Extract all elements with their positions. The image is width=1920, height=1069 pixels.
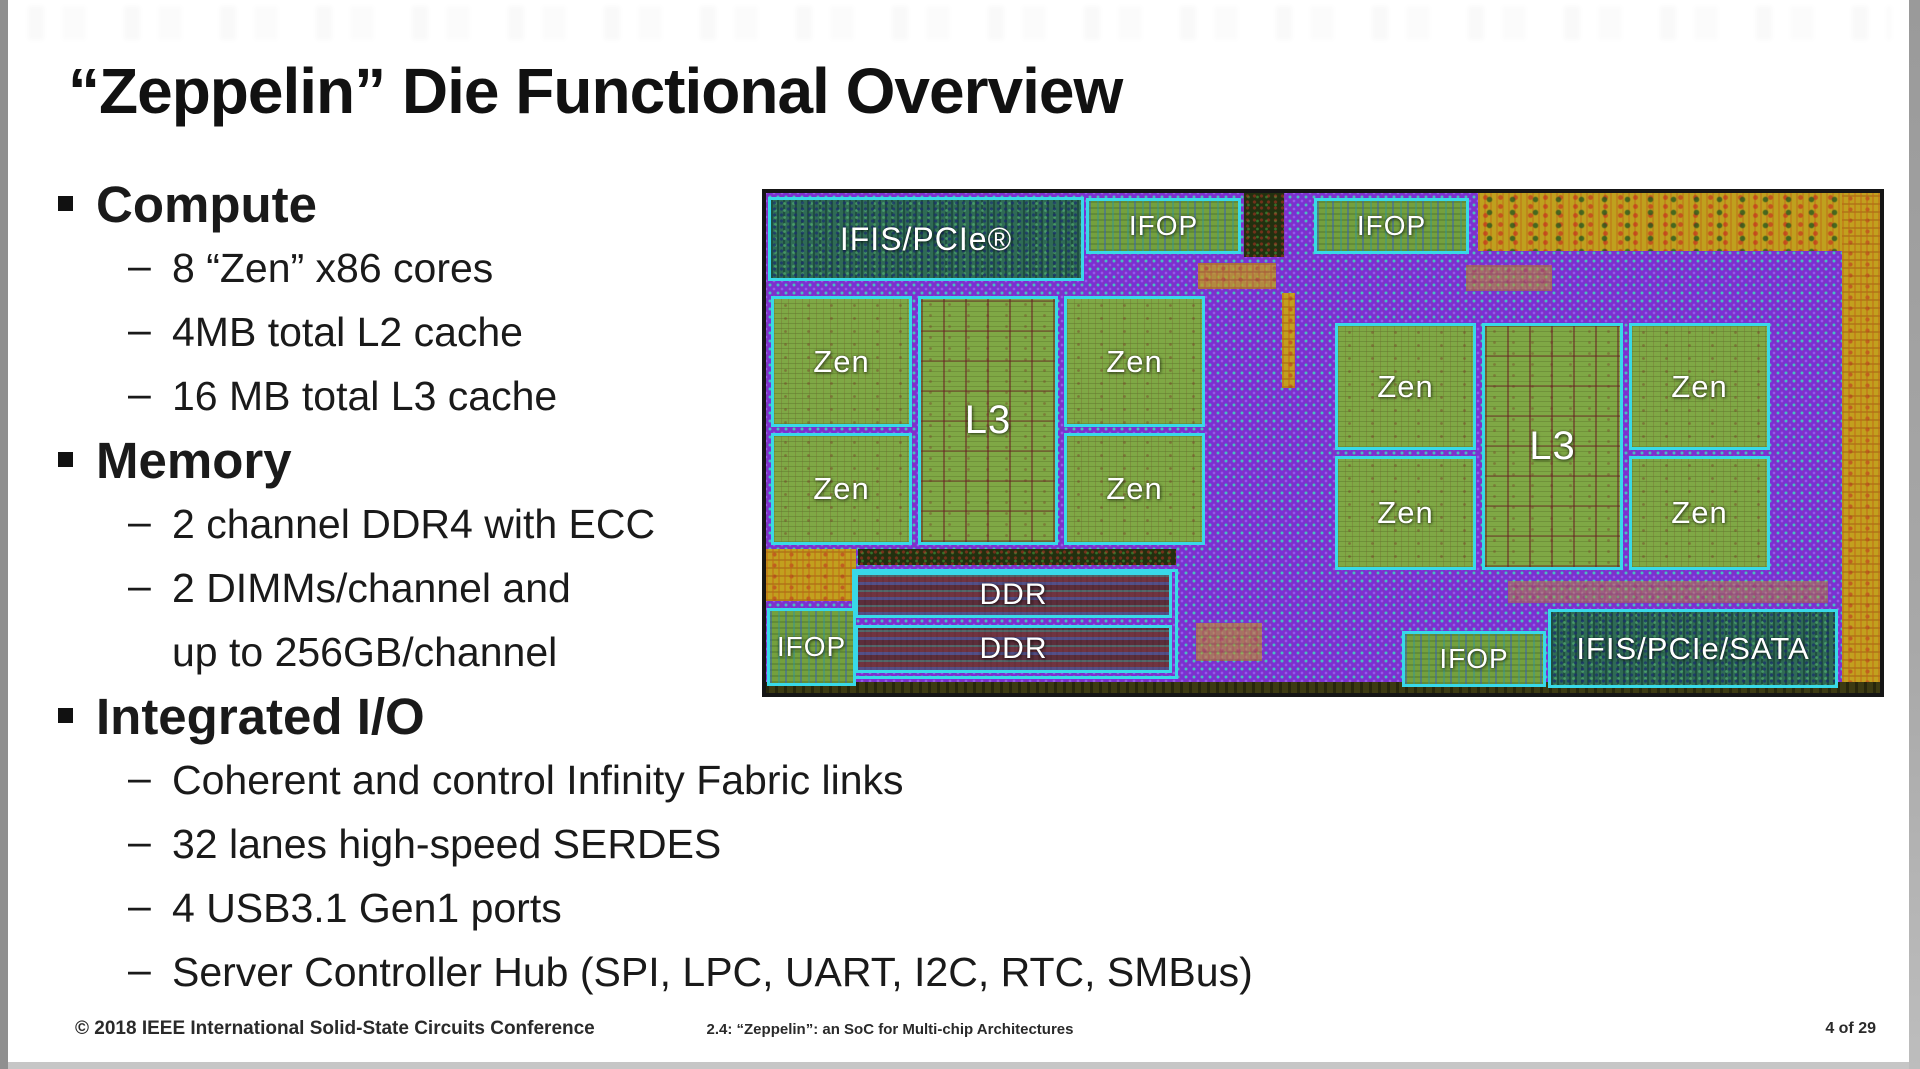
dash-bullet-icon bbox=[128, 563, 151, 610]
die-photo: IFIS/PCIe® IFOP IFOP Zen Zen L3 Zen Zen … bbox=[762, 189, 1884, 697]
dash-bullet-icon bbox=[128, 755, 151, 802]
die-block-ddr-2: DDR bbox=[855, 625, 1172, 673]
bullet-item: 2 DIMMs/channel and bbox=[0, 556, 760, 620]
die-block-ifop-top-right: IFOP bbox=[1314, 198, 1469, 254]
die-block-ddr-group: DDR DDR bbox=[852, 569, 1178, 679]
die-block-ifop-bottom-right: IFOP bbox=[1402, 631, 1546, 687]
bullet-heading-compute: Compute bbox=[0, 172, 760, 236]
bullet-item-continuation: up to 256GB/channel bbox=[172, 628, 558, 675]
die-block-zen-6: Zen bbox=[1335, 456, 1476, 570]
dash-bullet-icon bbox=[128, 499, 151, 546]
bullet-list: Compute 8 “Zen” x86 cores 4MB total L2 c… bbox=[0, 172, 1253, 1004]
footer-copyright: © 2018 IEEE International Solid-State Ci… bbox=[75, 1018, 595, 1039]
window-edge-left bbox=[0, 0, 8, 1069]
bullet-item: 4 USB3.1 Gen1 ports bbox=[0, 876, 760, 940]
die-block-zen-5: Zen bbox=[1335, 323, 1476, 450]
die-block-zen-2: Zen bbox=[771, 433, 912, 545]
bullet-item: Coherent and control Infinity Fabric lin… bbox=[0, 748, 904, 812]
die-block-ifop-top-left: IFOP bbox=[1086, 198, 1241, 254]
footer-page-number: 4 of 29 bbox=[1825, 1020, 1876, 1037]
die-texture-patch bbox=[1508, 581, 1828, 603]
top-ghost-artifact bbox=[28, 6, 1892, 40]
bullet-item: 32 lanes high-speed SERDES bbox=[0, 812, 760, 876]
die-texture-patch bbox=[1198, 263, 1276, 289]
die-texture-patch bbox=[1196, 623, 1262, 661]
die-block-l3-right: L3 bbox=[1482, 323, 1623, 570]
bullet-item: 8 “Zen” x86 cores bbox=[0, 236, 760, 300]
bullet-item: 2 channel DDR4 with ECC bbox=[0, 492, 760, 556]
die-texture-patch bbox=[1282, 293, 1295, 388]
die-texture-patch bbox=[1466, 265, 1552, 291]
window-edge-right bbox=[1909, 0, 1920, 1069]
slide-footer: © 2018 IEEE International Solid-State Ci… bbox=[0, 1012, 1920, 1044]
die-texture-right-edge bbox=[1842, 193, 1880, 693]
square-bullet-icon bbox=[58, 708, 73, 723]
bullet-heading-memory: Memory bbox=[0, 428, 760, 492]
window-edge-bottom bbox=[8, 1062, 1909, 1069]
die-background-fabric: IFIS/PCIe® IFOP IFOP Zen Zen L3 Zen Zen … bbox=[766, 193, 1880, 693]
die-block-zen-3: Zen bbox=[1064, 296, 1205, 427]
dash-bullet-icon bbox=[128, 371, 151, 418]
die-block-zen-4: Zen bbox=[1064, 433, 1205, 545]
bullet-item: Server Controller Hub (SPI, LPC, UART, I… bbox=[0, 940, 1253, 1004]
bullet-item: 16 MB total L3 cache bbox=[0, 364, 760, 428]
square-bullet-icon bbox=[58, 452, 73, 467]
die-texture-top-right bbox=[1478, 193, 1880, 251]
die-block-zen-7: Zen bbox=[1629, 323, 1770, 450]
dash-bullet-icon bbox=[128, 243, 151, 290]
die-block-ifis-pcie-top: IFIS/PCIe® bbox=[768, 197, 1084, 281]
footer-session-title: 2.4: “Zeppelin”: an SoC for Multi-chip A… bbox=[706, 1021, 1074, 1038]
die-block-ifis-pcie-sata: IFIS/PCIe/SATA bbox=[1548, 609, 1838, 688]
die-texture-patch bbox=[1244, 193, 1284, 257]
bullet-item: 4MB total L2 cache bbox=[0, 300, 760, 364]
die-block-ddr-1: DDR bbox=[855, 572, 1172, 618]
die-texture-patch bbox=[766, 549, 856, 601]
slide-title: “Zeppelin” Die Functional Overview bbox=[68, 55, 1123, 127]
die-block-ifop-bottom-left: IFOP bbox=[767, 608, 856, 686]
die-block-l3-left: L3 bbox=[918, 296, 1058, 545]
die-block-zen-1: Zen bbox=[771, 296, 912, 427]
die-block-zen-8: Zen bbox=[1629, 456, 1770, 570]
dash-bullet-icon bbox=[128, 819, 151, 866]
bullet-heading-integrated-io: Integrated I/O bbox=[0, 684, 760, 748]
dash-bullet-icon bbox=[128, 883, 151, 930]
die-texture-bottom-edge bbox=[766, 682, 1880, 693]
dash-bullet-icon bbox=[128, 307, 151, 354]
dash-bullet-icon bbox=[128, 947, 151, 994]
square-bullet-icon bbox=[58, 196, 73, 211]
die-texture-patch bbox=[858, 549, 1176, 565]
